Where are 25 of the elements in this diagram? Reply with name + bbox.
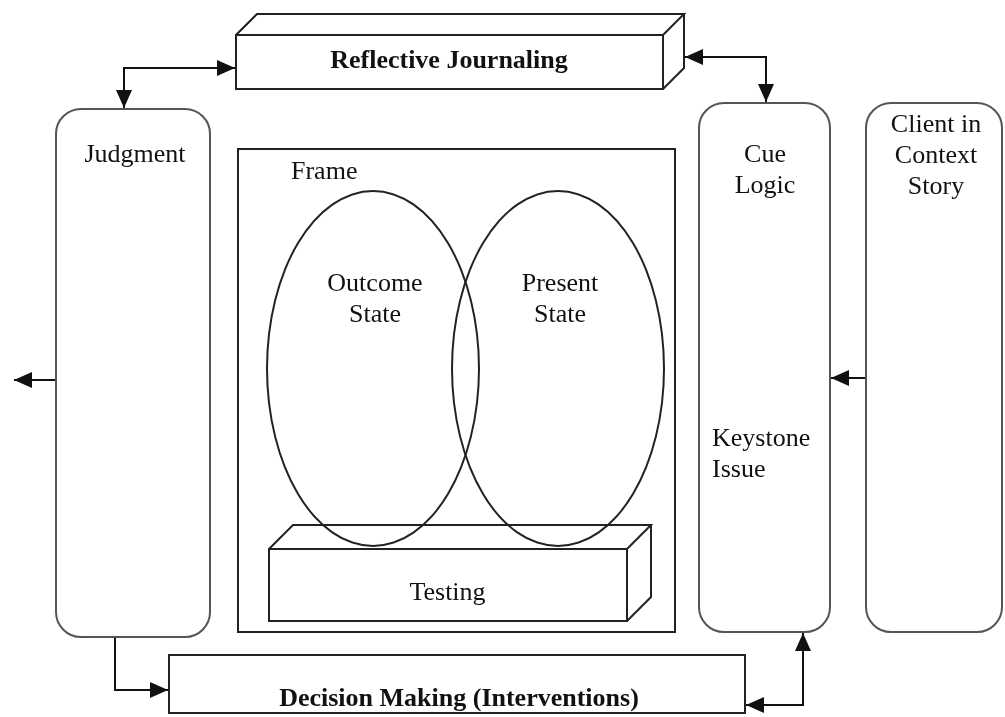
client-story-panel <box>865 102 1003 633</box>
cue-logic-panel <box>698 102 831 633</box>
judgment-panel <box>55 108 211 638</box>
outcome-ellipse <box>266 190 480 547</box>
node-label: Cue Logic <box>733 138 797 201</box>
node-label: Keystone Issue <box>712 422 812 485</box>
arrow <box>114 637 169 698</box>
node-label: Present State <box>520 267 600 330</box>
node-label: Testing <box>408 576 487 608</box>
arrow <box>116 60 236 109</box>
journaling-block <box>235 13 685 90</box>
node-label: Decision Making (Interventions) <box>278 682 640 714</box>
arrow <box>684 49 774 103</box>
decision-box <box>168 654 746 714</box>
arrow <box>830 370 866 386</box>
node-label: Frame <box>291 155 359 187</box>
arrow <box>745 632 811 713</box>
testing-block <box>268 524 652 622</box>
node-label: Client in Context Story <box>889 108 983 202</box>
node-label: Outcome State <box>326 267 424 330</box>
frame-box <box>237 148 676 633</box>
present-ellipse <box>451 190 665 547</box>
arrow <box>13 372 56 388</box>
node-label: Reflective Journaling <box>329 44 569 76</box>
node-label: Judgment <box>83 138 187 170</box>
